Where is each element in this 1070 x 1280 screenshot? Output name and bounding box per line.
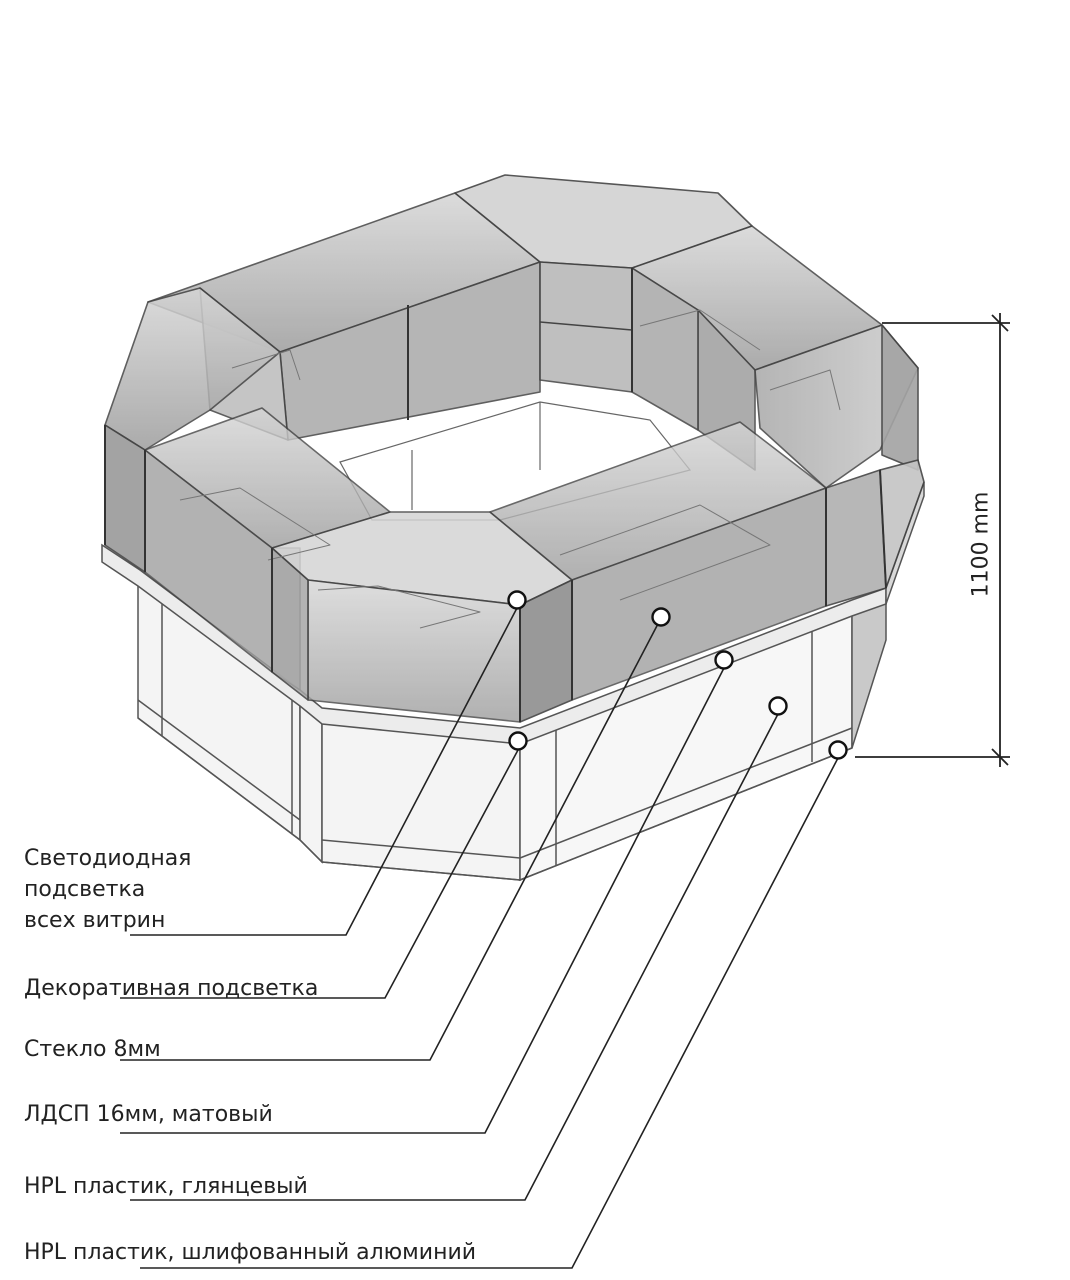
callout-label-hpl-alu: HPL пластик, шлифованный алюминий bbox=[24, 1237, 476, 1268]
callout-label-line: Светодиодная bbox=[24, 846, 192, 871]
callout-label-line: ЛДСП 16мм, матовый bbox=[24, 1102, 273, 1127]
marker-hpl-gloss bbox=[768, 696, 788, 716]
height-dimension-label: 1100 mm bbox=[968, 491, 994, 598]
callout-label-line: Декоративная подсветка bbox=[24, 976, 319, 1001]
callout-label-line: подсветка bbox=[24, 877, 146, 902]
marker-ldsp bbox=[714, 650, 734, 670]
callout-label-decor: Декоративная подсветка bbox=[24, 973, 318, 1004]
callout-label-ldsp: ЛДСП 16мм, матовый bbox=[24, 1099, 273, 1130]
marker-led bbox=[507, 590, 527, 610]
callout-label-line: HPL пластик, глянцевый bbox=[24, 1174, 308, 1199]
callout-label-line: всех витрин bbox=[24, 908, 166, 933]
height-dimension bbox=[855, 313, 1010, 767]
marker-glass bbox=[651, 607, 671, 627]
marker-hpl-alu bbox=[828, 740, 848, 760]
callout-label-led: Светодиодная подсветка всех витрин bbox=[24, 843, 191, 936]
callout-label-line: Стекло 8мм bbox=[24, 1037, 161, 1062]
marker-decor bbox=[508, 731, 528, 751]
glass-vitrines bbox=[104, 174, 925, 723]
callout-markers bbox=[507, 590, 848, 760]
callout-leaders bbox=[120, 607, 839, 1269]
callout-label-hpl-gloss: HPL пластик, глянцевый bbox=[24, 1171, 308, 1202]
callout-label-glass: Стекло 8мм bbox=[24, 1034, 161, 1065]
callout-label-line: HPL пластик, шлифованный алюминий bbox=[24, 1240, 477, 1265]
